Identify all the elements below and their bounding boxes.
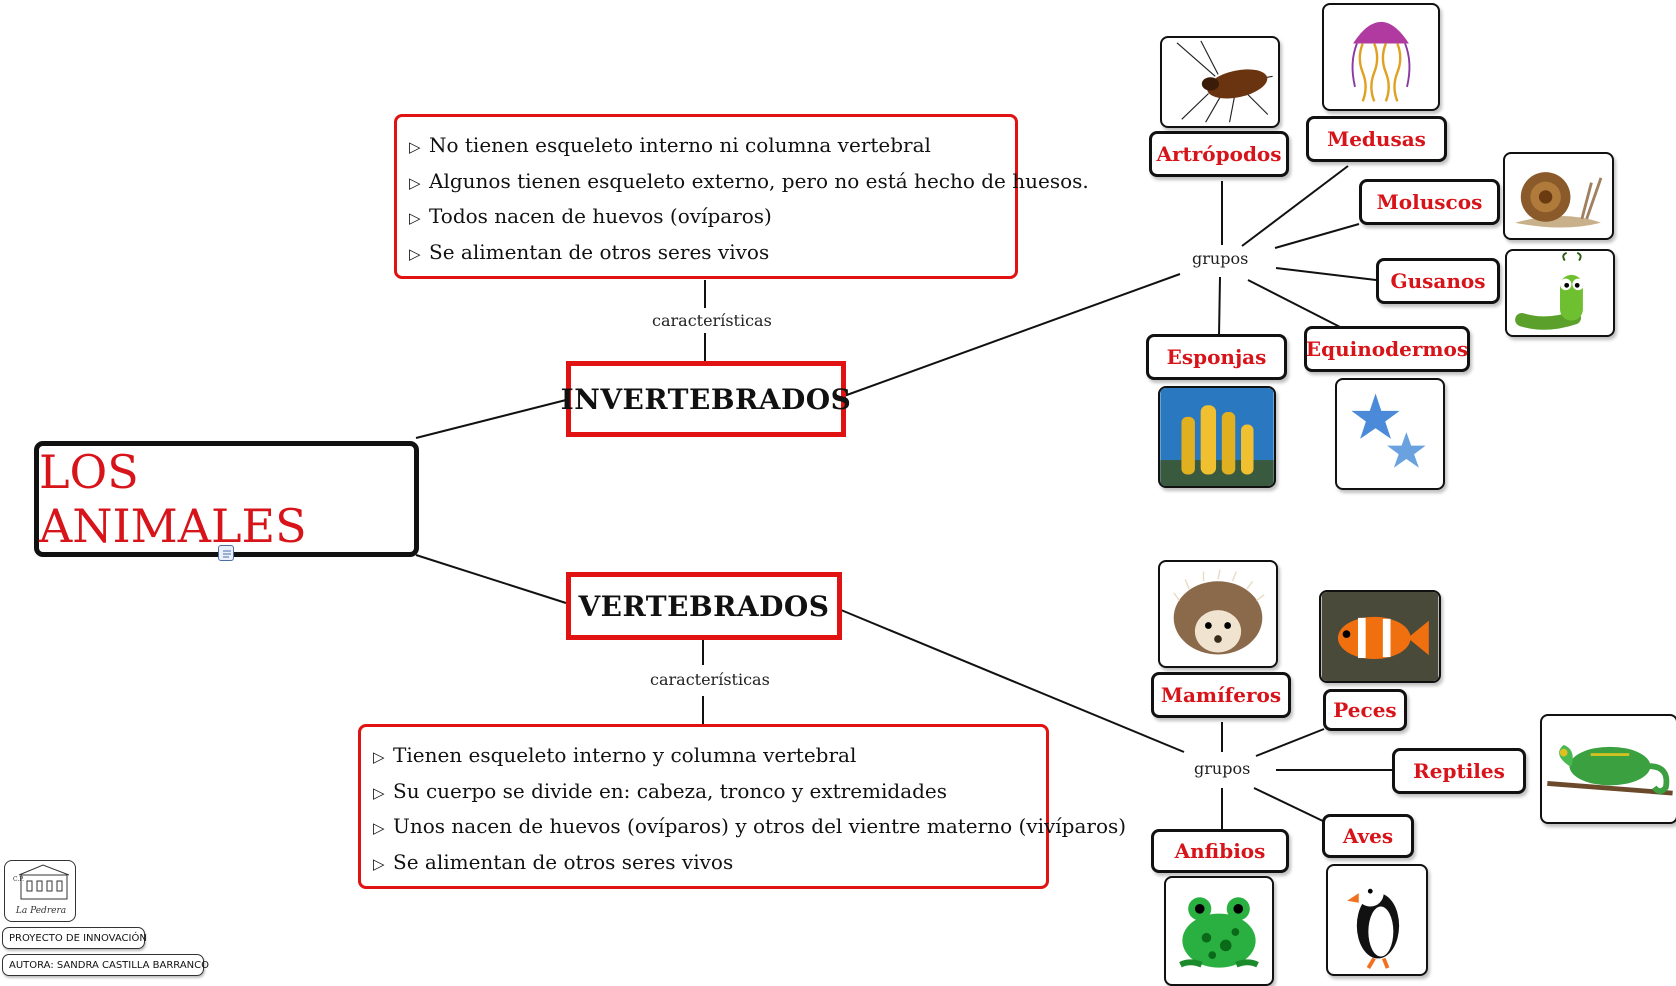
triangle-bullet-icon: ▷ xyxy=(373,812,393,846)
starfish-icon xyxy=(1335,378,1445,490)
triangle-bullet-icon: ▷ xyxy=(409,238,429,272)
clownfish-icon xyxy=(1319,590,1441,683)
triangle-bullet-icon: ▷ xyxy=(409,167,429,201)
snail-icon xyxy=(1503,152,1614,240)
link-root-invertebrados xyxy=(416,400,566,438)
list-item: ▷Tienen esqueleto interno y columna vert… xyxy=(373,739,1034,775)
vertebrados-groups-label: grupos xyxy=(1192,759,1252,778)
group-reptiles[interactable]: Reptiles xyxy=(1392,748,1526,794)
list-item: ▷Todos nacen de huevos (ovíparos) xyxy=(409,200,1003,236)
group-esponjas[interactable]: Esponjas xyxy=(1146,334,1287,380)
worm-icon xyxy=(1505,249,1615,337)
group-artropodos[interactable]: Artrópodos xyxy=(1149,131,1289,177)
vertebrados-characteristics: ▷Tienen esqueleto interno y columna vert… xyxy=(358,724,1049,889)
triangle-bullet-icon: ▷ xyxy=(373,741,393,775)
puffin-icon xyxy=(1326,864,1428,976)
triangle-bullet-icon: ▷ xyxy=(409,202,429,236)
root-node[interactable]: LOS ANIMALES xyxy=(34,441,419,557)
triangle-bullet-icon: ▷ xyxy=(373,777,393,811)
list-item: ▷Algunos tienen esqueleto externo, pero … xyxy=(409,165,1003,201)
vertebrados-link-label: características xyxy=(648,670,772,689)
list-item: ▷Se alimentan de otros seres vivos xyxy=(373,846,1034,882)
list-item: ▷Se alimentan de otros seres vivos xyxy=(409,236,1003,272)
invertebrados-link-label: características xyxy=(650,311,774,330)
group-peces[interactable]: Peces xyxy=(1323,689,1407,731)
note-icon[interactable] xyxy=(218,545,234,561)
project-label: PROYECTO DE INNOVACIÓN xyxy=(2,927,145,949)
hedgehog-icon xyxy=(1158,560,1278,668)
group-equinodermos[interactable]: Equinodermos xyxy=(1304,326,1470,372)
triangle-bullet-icon: ▷ xyxy=(373,848,393,882)
group-moluscos[interactable]: Moluscos xyxy=(1359,179,1500,225)
invertebrados-characteristics: ▷No tienen esqueleto interno ni columna … xyxy=(394,114,1018,279)
author-label: AUTORA: SANDRA CASTILLA BARRANCO xyxy=(2,954,204,976)
group-gusanos[interactable]: Gusanos xyxy=(1376,258,1500,304)
list-item: ▷Su cuerpo se divide en: cabeza, tronco … xyxy=(373,775,1034,811)
link-inv-grupos xyxy=(844,274,1180,396)
group-anfibios[interactable]: Anfibios xyxy=(1151,829,1289,873)
vertebrados-label: VERTEBRADOS xyxy=(578,590,829,623)
group-medusas[interactable]: Medusas xyxy=(1306,116,1447,162)
chameleon-icon xyxy=(1540,714,1676,824)
list-item: ▷No tienen esqueleto interno ni columna … xyxy=(409,129,1003,165)
frog-icon xyxy=(1164,876,1274,986)
cockroach-icon xyxy=(1160,36,1280,128)
root-title: LOS ANIMALES xyxy=(39,445,414,553)
group-aves[interactable]: Aves xyxy=(1322,814,1414,858)
triangle-bullet-icon: ▷ xyxy=(409,131,429,165)
sponge-icon xyxy=(1158,386,1276,488)
invertebrados-groups-label: grupos xyxy=(1190,249,1250,268)
svg-text:La Pedrera: La Pedrera xyxy=(15,906,66,916)
svg-text:C.P.: C.P. xyxy=(13,876,24,883)
jellyfish-icon xyxy=(1322,3,1440,111)
link-root-vertebrados xyxy=(416,555,566,603)
invertebrados-label: INVERTEBRADOS xyxy=(561,383,852,416)
list-item: ▷Unos nacen de huevos (ovíparos) y otros… xyxy=(373,810,1034,846)
invertebrados-node[interactable]: INVERTEBRADOS xyxy=(566,361,846,437)
school-logo: La Pedrera C.P. xyxy=(4,860,76,922)
vertebrados-node[interactable]: VERTEBRADOS xyxy=(566,572,842,640)
group-mamiferos[interactable]: Mamíferos xyxy=(1151,672,1291,718)
